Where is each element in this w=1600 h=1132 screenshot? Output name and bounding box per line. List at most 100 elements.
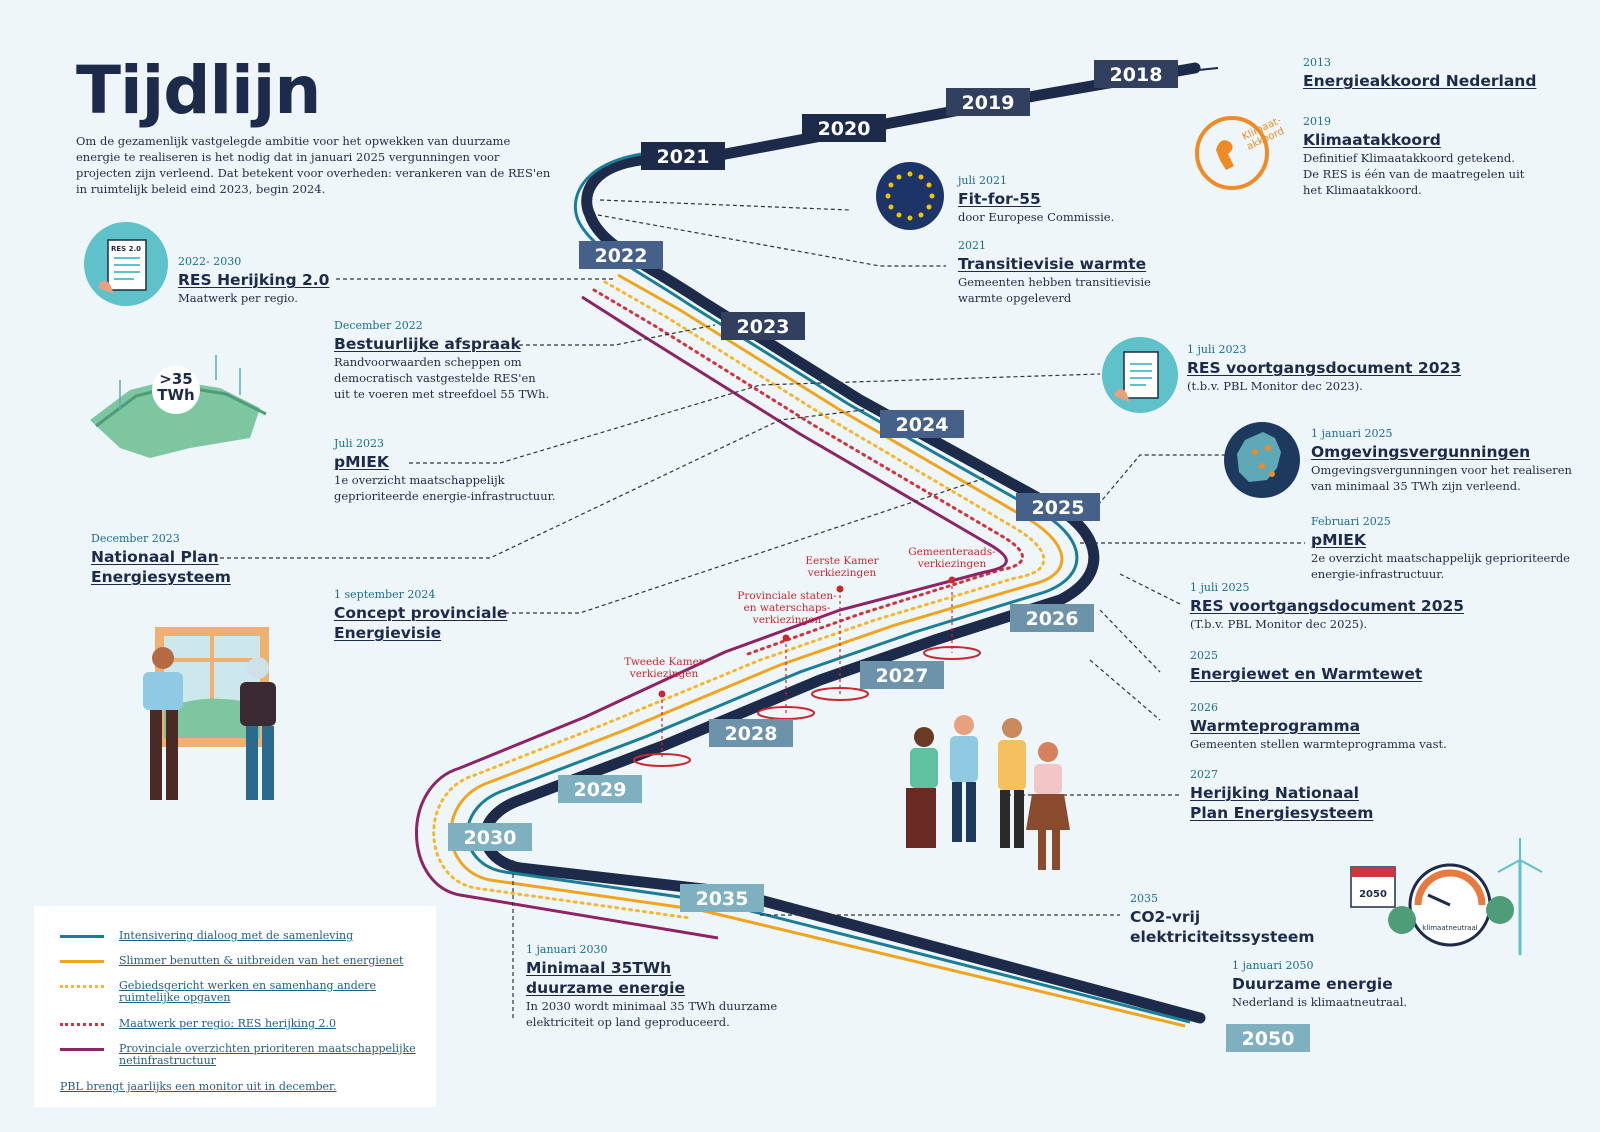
event-date: 1 januari 2025 xyxy=(1311,427,1393,440)
event-head[interactable]: Warmteprogramma xyxy=(1190,717,1361,735)
event-bestuurlijke: December 2022 Bestuurlijke afspraak Rand… xyxy=(334,318,564,402)
election-gemeente: Gemeenteraads- verkiezingen xyxy=(908,546,996,570)
year-2028: 2028 xyxy=(725,723,778,745)
intro-text: Om de gezamenlijk vastgelegde ambitie vo… xyxy=(76,134,551,196)
year-2018: 2018 xyxy=(1110,64,1163,86)
legend-swatch-provincial xyxy=(60,1048,104,1051)
event-nationaal-plan: December 2023 Nationaal Plan Energiesyst… xyxy=(91,531,231,587)
year-2027: 2027 xyxy=(876,665,929,687)
event-head[interactable]: Minimaal 35TWh duurzame energie xyxy=(526,959,685,997)
event-head[interactable]: pMIEK xyxy=(1311,531,1366,549)
event-min35: 1 januari 2030 Minimaal 35TWh duurzame e… xyxy=(526,942,786,1030)
event-head[interactable]: pMIEK xyxy=(334,453,389,471)
event-desc: 1e overzicht maatschappelijk geprioritee… xyxy=(334,473,556,503)
event-date: 1 juli 2023 xyxy=(1187,343,1247,356)
legend-item-area: Gebiedsgericht werken en samenhang ander… xyxy=(119,979,377,1004)
calendar-year: 2050 xyxy=(1359,889,1387,900)
people-group-illustration xyxy=(906,715,1070,870)
connectors xyxy=(220,199,1305,1020)
event-head[interactable]: Omgevingsvergunningen xyxy=(1311,443,1531,461)
event-date: 2019 xyxy=(1303,115,1331,128)
event-klimaatakkoord: 2019 Klimaatakkoord Definitief Klimaatak… xyxy=(1303,114,1583,198)
event-date: December 2023 xyxy=(91,532,180,545)
event-head[interactable]: RES voortgangsdocument 2025 xyxy=(1190,597,1465,615)
event-date: 2022- 2030 xyxy=(178,255,242,268)
event-warmte: 2026 Warmteprogramma Gemeenten stellen w… xyxy=(1190,700,1447,752)
road-line-area xyxy=(432,280,1046,920)
event-res-2023: 1 juli 2023 RES voortgangsdocument 2023 … xyxy=(1187,342,1461,394)
year-2023: 2023 xyxy=(737,316,790,338)
event-fit55: juli 2021 Fit-for-55 door Europese Commi… xyxy=(958,173,1114,225)
year-2026: 2026 xyxy=(1026,608,1079,630)
year-2050: 2050 xyxy=(1242,1028,1295,1050)
year-2035: 2035 xyxy=(696,888,749,910)
event-head[interactable]: Energiewet en Warmtewet xyxy=(1190,665,1423,683)
event-desc: Gemeenten stellen warmteprogramma vast. xyxy=(1190,737,1447,751)
event-head[interactable]: Fit-for-55 xyxy=(958,190,1041,208)
event-desc: Omgevingsvergunningen voor het realisere… xyxy=(1311,463,1572,493)
event-desc: Randvoorwaarden scheppen om democratisch… xyxy=(334,355,550,401)
event-date: 1 juli 2025 xyxy=(1190,581,1250,594)
event-desc: (t.b.v. PBL Monitor dec 2023). xyxy=(1187,379,1363,393)
event-head[interactable]: Bestuurlijke afspraak xyxy=(334,335,521,353)
event-desc: (T.b.v. PBL Monitor dec 2025). xyxy=(1190,617,1368,631)
event-herijking-nationaal: 2027 Herijking Nationaal Plan Energiesys… xyxy=(1190,767,1373,823)
road-line-provincial xyxy=(415,295,1008,940)
res-document-icon: RES 2.0 xyxy=(84,222,168,306)
event-date: juli 2021 xyxy=(958,174,1008,187)
netherlands-map-icon xyxy=(1224,422,1300,498)
event-res-2025: 1 juli 2025 RES voortgangsdocument 2025 … xyxy=(1190,580,1464,632)
legend-swatch-res xyxy=(60,1023,104,1026)
event-date: 2021 xyxy=(958,239,986,252)
event-head[interactable]: Concept provinciale Energievisie xyxy=(334,604,508,642)
year-labels: 2018 2019 2020 2021 2022 2023 2024 2025 … xyxy=(448,60,1310,1052)
event-date: 1 januari 2050 xyxy=(1232,959,1314,972)
gauge-label: klimaatneutraal xyxy=(1422,924,1477,932)
event-head[interactable]: Energieakkoord Nederland xyxy=(1303,72,1537,90)
event-head[interactable]: RES Herijking 2.0 xyxy=(178,271,330,289)
election-markers xyxy=(633,576,981,767)
event-date: 2027 xyxy=(1190,768,1218,781)
year-2022: 2022 xyxy=(595,245,648,267)
event-head[interactable]: Herijking Nationaal Plan Energiesysteem xyxy=(1190,784,1374,822)
event-head[interactable]: Klimaatakkoord xyxy=(1303,131,1441,149)
event-head: CO2-vrij elektriciteitssysteem xyxy=(1130,908,1315,946)
event-pmiek-1: Juli 2023 pMIEK 1e overzicht maatschappe… xyxy=(334,436,574,504)
event-head: Duurzame energie xyxy=(1232,975,1393,993)
year-2024: 2024 xyxy=(896,414,949,436)
event-date: 2013 xyxy=(1303,56,1331,69)
event-energieakkoord: 2013 Energieakkoord Nederland xyxy=(1303,55,1536,91)
event-desc: 2e overzicht maatschappelijk geprioritee… xyxy=(1311,551,1570,581)
year-2025: 2025 xyxy=(1032,497,1085,519)
year-2021: 2021 xyxy=(657,146,710,168)
twh-bottom: TWh xyxy=(157,386,194,404)
twh-top: >35 xyxy=(159,370,192,388)
event-head[interactable]: Transitievisie warmte xyxy=(958,255,1147,273)
event-desc: Gemeenten hebben transitievisie warmte o… xyxy=(958,275,1151,305)
event-desc: door Europese Commissie. xyxy=(958,210,1115,224)
election-provinciale: Provinciale staten- en waterschaps- verk… xyxy=(737,590,837,626)
legend-swatch-grid xyxy=(60,960,104,963)
people-window-illustration xyxy=(143,627,276,800)
event-date: 2035 xyxy=(1130,892,1158,905)
event-date: Februari 2025 xyxy=(1311,515,1391,528)
event-desc: Nederland is klimaatneutraal. xyxy=(1232,995,1408,1009)
event-date: Juli 2023 xyxy=(334,437,385,450)
event-desc: Maatwerk per regio. xyxy=(178,291,298,305)
road-line-res xyxy=(592,288,1024,657)
event-head[interactable]: Nationaal Plan Energiesysteem xyxy=(91,548,231,586)
election-eerste-kamer: Eerste Kamer verkiezingen xyxy=(805,555,879,579)
event-desc: Definitief Klimaatakkoord getekend. De R… xyxy=(1303,151,1525,197)
event-omgeving: 1 januari 2025 Omgevingsvergunningen Omg… xyxy=(1311,426,1596,494)
year-2019: 2019 xyxy=(962,92,1015,114)
legend-swatch-area xyxy=(60,985,104,988)
legend-item-provincial: Provinciale overzichten prioriteren maat… xyxy=(119,1042,416,1067)
event-pmiek-2: Februari 2025 pMIEK 2e overzicht maatsch… xyxy=(1311,514,1596,582)
legend-note[interactable]: PBL brengt jaarlijks een monitor uit in … xyxy=(60,1080,337,1093)
event-head[interactable]: RES voortgangsdocument 2023 xyxy=(1187,359,1462,377)
eu-flag-icon xyxy=(876,162,944,230)
year-2030: 2030 xyxy=(464,827,517,849)
klimaatneutraal-gauge-icon: 2050 klimaatneutraal xyxy=(1350,838,1543,955)
event-date: 1 september 2024 xyxy=(334,588,436,601)
road-line-grid xyxy=(449,273,1186,1028)
